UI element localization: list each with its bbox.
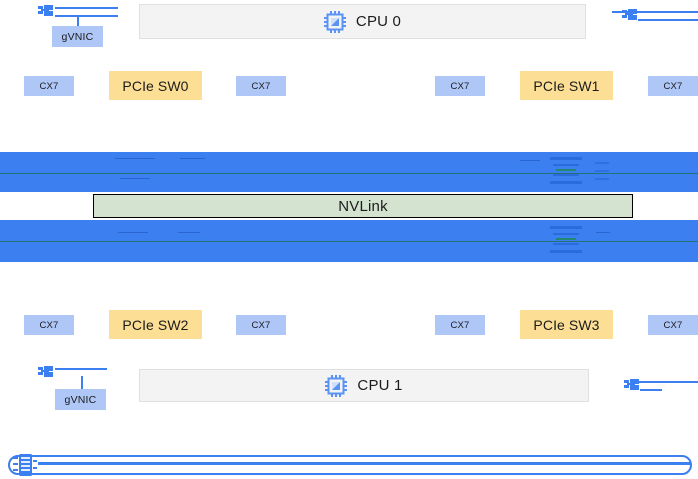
cx7-nic-7[interactable]: CX7 [648, 315, 698, 335]
gvnic-bottom-wire-right-2 [640, 389, 662, 391]
pcie-switch-0[interactable]: PCIe SW0 [109, 71, 202, 100]
nvlink-bar[interactable]: NVLink [93, 194, 633, 218]
gvnic-top-left[interactable]: gVNIC [52, 26, 103, 47]
network-fabric-bar[interactable] [8, 455, 692, 475]
gvnic-bottom-drop-left [81, 376, 83, 389]
pcie-switch-3[interactable]: PCIe SW3 [520, 310, 613, 339]
gpu-band-upper-trace-c [120, 178, 150, 179]
cpu-1-label: CPU 1 [357, 377, 403, 394]
gpu-band-upper-trace-b [115, 158, 155, 159]
cx7-nic-5[interactable]: CX7 [236, 315, 286, 335]
cx7-nic-2[interactable]: CX7 [435, 76, 485, 96]
cpu-chip-icon [323, 10, 346, 33]
cx7-nic-6[interactable]: CX7 [435, 315, 485, 335]
gpu-card-icon-upper-2 [595, 162, 609, 180]
gpu-band-lower-trace-c [178, 232, 200, 233]
gvnic-top-wire-right-2 [638, 19, 698, 21]
gpu-card-icon-lower-1 [548, 224, 584, 258]
cx7-nic-4[interactable]: CX7 [24, 315, 74, 335]
network-switch-icon [12, 452, 38, 478]
gpu-band-lower-trace-d [596, 232, 610, 233]
pcie-switch-1[interactable]: PCIe SW1 [520, 71, 613, 100]
pcie-switch-2[interactable]: PCIe SW2 [109, 310, 202, 339]
gvnic-top-wire-left [55, 7, 118, 9]
gpu-band-upper-trace-a [0, 173, 698, 174]
network-port-icon-bottom-left [38, 366, 56, 379]
gpu-band-lower-trace-a [0, 241, 698, 242]
network-fabric-trunk [38, 462, 690, 465]
cpu-chip-icon-1 [325, 374, 348, 397]
gvnic-top-drop-left [77, 15, 79, 26]
cx7-nic-3[interactable]: CX7 [648, 76, 698, 96]
gpu-band-upper-trace-e [520, 160, 540, 161]
cx7-nic-1[interactable]: CX7 [236, 76, 286, 96]
cx7-nic-0[interactable]: CX7 [24, 76, 74, 96]
gpu-band-upper [0, 152, 698, 192]
gvnic-bottom-wire-left [55, 368, 107, 370]
gvnic-top-wire-left-2 [55, 15, 118, 17]
gpu-band-upper-trace-d [180, 158, 205, 159]
cpu-0-box[interactable]: CPU 0 [139, 4, 586, 39]
gpu-band-lower-trace-b [118, 232, 148, 233]
gvnic-top-wire-right [612, 11, 698, 13]
cpu-1-box[interactable]: CPU 1 [139, 369, 589, 402]
gvnic-bottom-left[interactable]: gVNIC [55, 389, 106, 410]
cpu-0-label: CPU 0 [355, 13, 402, 30]
network-port-icon [38, 5, 56, 18]
gvnic-bottom-wire-right [634, 381, 698, 383]
gpu-card-icon-upper-1 [548, 155, 584, 189]
